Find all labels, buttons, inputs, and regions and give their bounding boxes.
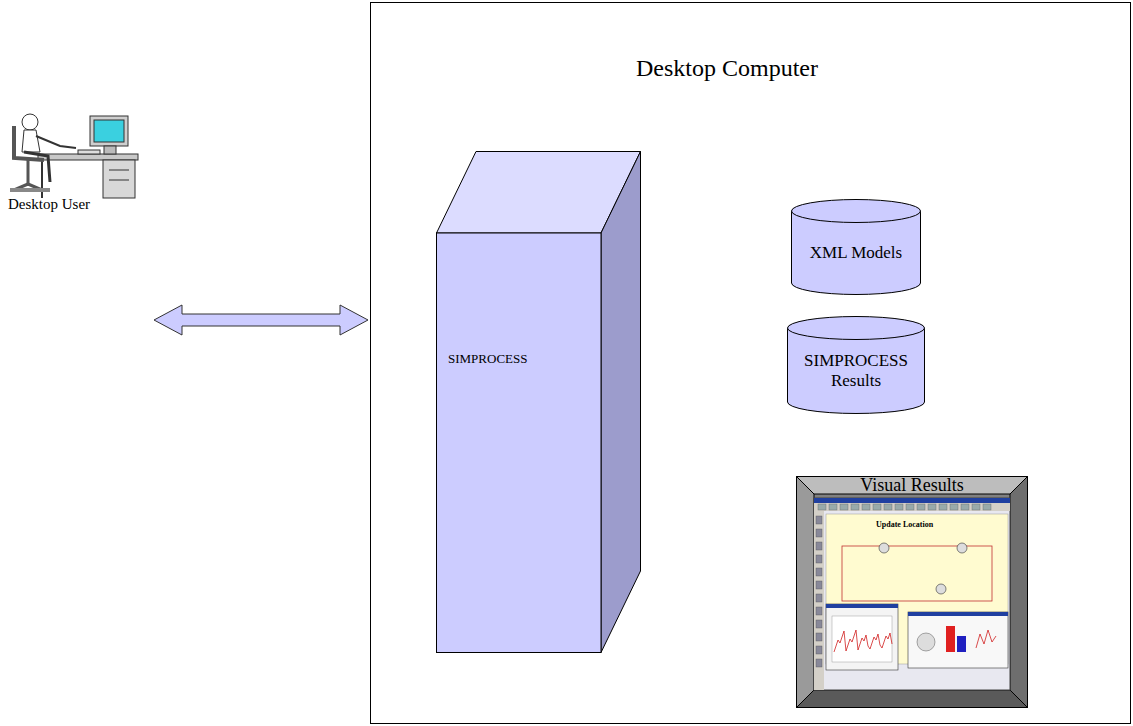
node-label: SIMPROCESS [448, 351, 527, 367]
node-label: XML Models [804, 243, 908, 263]
user-icon [8, 112, 150, 334]
node-label: SIMPROCESS Results [787, 351, 925, 391]
label-wrap: XML Models [791, 243, 921, 263]
computer-boundary: SIMPROCESS XML ModelsSIMPROCESS ResultsVi… [370, 2, 1131, 724]
screen-frame [796, 476, 1028, 708]
screenshot-title: Update Location [876, 520, 933, 529]
node-label: Visual Results [796, 475, 1028, 496]
process-block: SIMPROCESS [436, 151, 641, 653]
block-outline [436, 151, 641, 653]
database-cylinder: XML Models [791, 199, 921, 295]
node-label: Desktop Computer [636, 55, 818, 82]
database-cylinder: SIMPROCESS Results [787, 316, 925, 414]
results-screen: Visual ResultsUpdate Location [796, 476, 1028, 708]
user-figure: Desktop User [8, 112, 150, 334]
double-arrow [154, 305, 368, 335]
node-label: Desktop User [8, 196, 90, 213]
label-wrap: SIMPROCESS Results [787, 351, 925, 391]
